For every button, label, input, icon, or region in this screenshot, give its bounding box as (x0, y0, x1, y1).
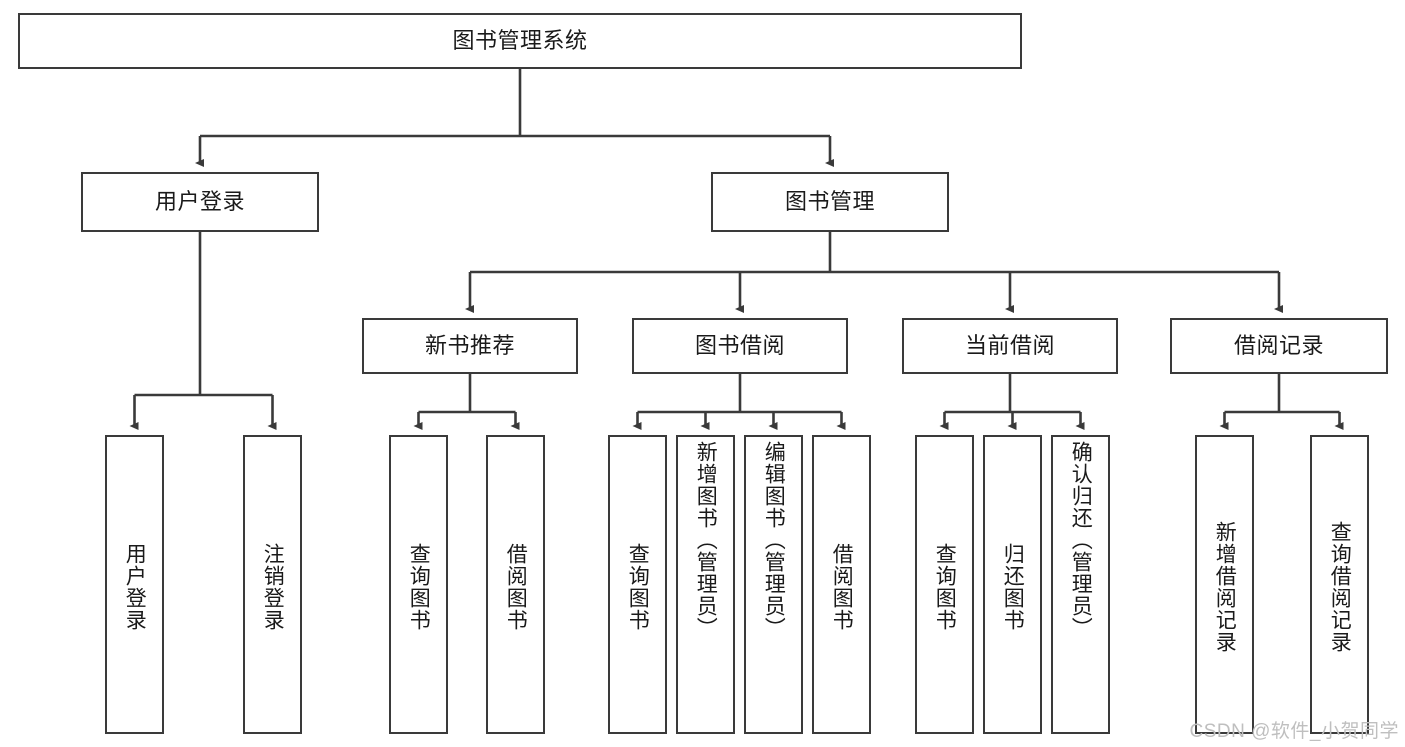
node-label: 当前借阅 (964, 333, 1055, 359)
leaf-leaf-borrow-book-1[interactable]: 借阅图书 (486, 435, 545, 734)
node-label: 新书推荐 (424, 333, 515, 359)
node-label: 编辑图书（管理员） (762, 441, 786, 639)
node-label: 查询借阅记录 (1328, 520, 1352, 653)
node-label: 新增借阅记录 (1213, 520, 1237, 653)
node-new-book-recommend[interactable]: 新书推荐 (362, 318, 578, 374)
leaf-leaf-confirm-return[interactable]: 确认归还（管理员） (1051, 435, 1110, 734)
node-borrow-record[interactable]: 借阅记录 (1170, 318, 1388, 374)
node-current-borrow[interactable]: 当前借阅 (902, 318, 1118, 374)
node-book-manage[interactable]: 图书管理 (711, 172, 949, 232)
node-label: 新增图书（管理员） (694, 441, 718, 639)
node-label: 查询图书 (626, 542, 650, 631)
leaf-leaf-query-record[interactable]: 查询借阅记录 (1310, 435, 1369, 734)
node-label: 图书管理 (784, 189, 875, 215)
node-root[interactable]: 图书管理系统 (18, 13, 1022, 69)
leaf-leaf-borrow-book-2[interactable]: 借阅图书 (812, 435, 871, 734)
leaf-leaf-add-book[interactable]: 新增图书（管理员） (676, 435, 735, 734)
leaf-leaf-return-book[interactable]: 归还图书 (983, 435, 1042, 734)
node-label: 借阅图书 (504, 542, 528, 631)
node-label: 确认归还（管理员） (1069, 441, 1093, 639)
watermark-text: CSDN @软件_小贺同学 (1189, 721, 1399, 742)
node-label: 借阅图书 (830, 542, 854, 631)
node-user-login[interactable]: 用户登录 (81, 172, 319, 232)
leaf-leaf-user-login[interactable]: 用户登录 (105, 435, 164, 734)
node-label: 借阅记录 (1233, 333, 1324, 359)
node-label: 查询图书 (407, 542, 431, 631)
node-root-label: 图书管理系统 (452, 28, 588, 54)
node-label: 用户登录 (154, 189, 245, 215)
leaf-leaf-query-book-3[interactable]: 查询图书 (915, 435, 974, 734)
leaf-leaf-query-book-2[interactable]: 查询图书 (608, 435, 667, 734)
leaf-leaf-add-record[interactable]: 新增借阅记录 (1195, 435, 1254, 734)
node-label: 归还图书 (1001, 542, 1025, 631)
node-label: 用户登录 (123, 542, 147, 631)
node-label: 图书借阅 (694, 333, 785, 359)
leaf-leaf-logout-login[interactable]: 注销登录 (243, 435, 302, 734)
leaf-leaf-edit-book[interactable]: 编辑图书（管理员） (744, 435, 803, 734)
leaf-leaf-query-book-1[interactable]: 查询图书 (389, 435, 448, 734)
node-label: 注销登录 (261, 542, 285, 631)
node-label: 查询图书 (933, 542, 957, 631)
edge-group (129, 69, 1344, 430)
node-book-borrow[interactable]: 图书借阅 (632, 318, 848, 374)
